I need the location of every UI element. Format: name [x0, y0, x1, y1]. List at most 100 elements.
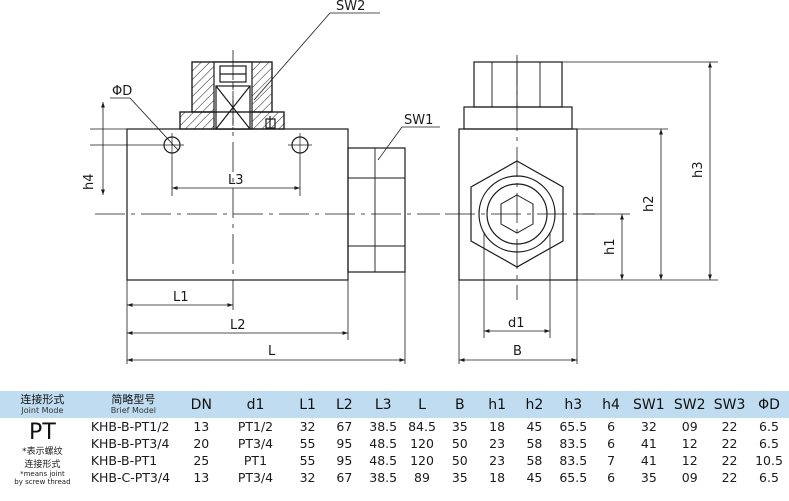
table-cell: 41 — [640, 436, 657, 451]
table-cell: 58 — [526, 436, 543, 451]
header-l1: L1 — [290, 391, 325, 418]
header-l3: L3 — [363, 391, 403, 418]
l3-label: L3 — [228, 173, 244, 188]
table-cell: 45 — [526, 470, 543, 485]
table-cell: 6.5 — [759, 419, 779, 434]
table-cell: PT1/2 — [237, 419, 274, 434]
header-b: B — [441, 391, 479, 418]
table-cell: 50 — [451, 436, 468, 451]
table-cell: 20 — [193, 436, 210, 451]
h2-label: h2 — [642, 195, 657, 212]
table-cell: 6 — [607, 419, 616, 434]
table-row: KHB-C-PT3/4 13 PT3/4 32 67 38.5 89 35 18… — [0, 469, 789, 486]
header-d1: d1 — [220, 391, 291, 418]
header-phi-d: ΦD — [748, 391, 789, 418]
table-cell: 09 — [681, 419, 698, 434]
header-sw2: SW2 — [669, 391, 711, 418]
table-cell: 22 — [721, 470, 738, 485]
table-cell: 48.5 — [369, 436, 398, 451]
joint-mode-cell: PT *表示螺纹 连接形式 *means joint by screw thre… — [0, 418, 85, 487]
header-h4: h4 — [593, 391, 629, 418]
table-cell: KHB-B-PT1/2 — [90, 419, 170, 434]
table-cell: 12 — [681, 453, 698, 468]
table-cell: 35 — [640, 470, 657, 485]
header-l2: L2 — [324, 391, 364, 418]
table-cell: 13 — [193, 419, 210, 434]
l-label: L — [268, 344, 276, 359]
table-cell: 65.5 — [559, 419, 588, 434]
table-cell: PT3/4 — [237, 436, 274, 451]
h4-label: h4 — [82, 173, 97, 190]
side-view-dimensions — [458, 61, 718, 364]
l1-label: L1 — [173, 290, 189, 305]
d1-label: d1 — [508, 316, 525, 331]
table-cell: 22 — [721, 453, 738, 468]
header-dn: DN — [181, 391, 221, 418]
table-cell: 41 — [640, 453, 657, 468]
table-cell: 18 — [489, 419, 506, 434]
table-cell: 120 — [410, 453, 434, 468]
table-cell: 83.5 — [559, 453, 588, 468]
table-cell: 6.5 — [759, 470, 779, 485]
table-cell: 7 — [607, 453, 616, 468]
table-cell: 12 — [681, 436, 698, 451]
table-row: PT *表示螺纹 连接形式 *means joint by screw thre… — [0, 418, 789, 486]
table-cell: 45 — [526, 419, 543, 434]
table-cell: 38.5 — [369, 470, 398, 485]
front-valve-body — [126, 128, 349, 281]
table-cell: 6 — [607, 436, 616, 451]
header-h1: h1 — [478, 391, 517, 418]
table-cell: 09 — [681, 470, 698, 485]
front-right-boss — [347, 147, 406, 273]
table-cell: 13 — [193, 470, 210, 485]
table-cell: 18 — [489, 470, 506, 485]
table-cell: PT1 — [243, 453, 268, 468]
joint-mode-note-zh-1: *表示螺纹 — [22, 447, 63, 457]
side-view — [445, 55, 595, 300]
front-mounting-holes — [160, 133, 312, 157]
joint-mode-note-en-2: by screw thread — [14, 478, 71, 486]
header-sw3: SW3 — [710, 391, 749, 418]
phi-d-label: ΦD — [112, 84, 132, 99]
table-cell: 25 — [193, 453, 210, 468]
table-cell: 10.5 — [755, 453, 783, 468]
l2-label: L2 — [230, 318, 246, 333]
table-cell: 50 — [451, 453, 468, 468]
table-cell: 89 — [414, 470, 430, 485]
front-top-handle-section — [179, 61, 285, 130]
table-cell: 67 — [336, 419, 353, 434]
table-cell: 65.5 — [559, 470, 588, 485]
side-handle — [473, 61, 563, 108]
table-cell: 38.5 — [369, 419, 398, 434]
table-cell: 22 — [721, 436, 738, 451]
table-cell: 83.5 — [559, 436, 588, 451]
table-cell: 35 — [451, 470, 468, 485]
table-cell: 23 — [489, 436, 506, 451]
h1-label: h1 — [603, 238, 618, 255]
table-cell: 58 — [526, 453, 543, 468]
h3-label: h3 — [691, 161, 706, 178]
table-cell: KHB-B-PT3/4 — [90, 436, 170, 451]
joint-mode-code: PT — [29, 420, 56, 445]
b-label: B — [513, 344, 522, 359]
table-cell: 67 — [336, 470, 353, 485]
table-cell: 120 — [410, 436, 434, 451]
joint-mode-note-en-1: *means joint — [20, 470, 65, 478]
table-cell: 6 — [607, 470, 616, 485]
table-cell: 95 — [336, 436, 353, 451]
front-view-dimensions — [90, 12, 440, 364]
header-h3: h3 — [552, 391, 594, 418]
front-view — [95, 50, 440, 310]
table-cell: KHB-C-PT3/4 — [90, 470, 171, 485]
table-row: KHB-B-PT3/4 20 PT3/4 55 95 48.5 120 50 2… — [0, 435, 789, 452]
table-cell: 32 — [299, 419, 316, 434]
table-row: KHB-B-PT1 25 PT1 55 95 48.5 120 50 23 58… — [0, 452, 789, 469]
header-h2: h2 — [516, 391, 553, 418]
valve-dimension-drawing: SW2 SW1 ΦD h4 L3 L1 L2 L d1 B h1 h2 h3 — [82, 0, 718, 364]
joint-mode-note-zh-2: 连接形式 — [24, 460, 61, 470]
table-cell: 35 — [451, 419, 468, 434]
sw1-label: SW1 — [404, 113, 433, 128]
